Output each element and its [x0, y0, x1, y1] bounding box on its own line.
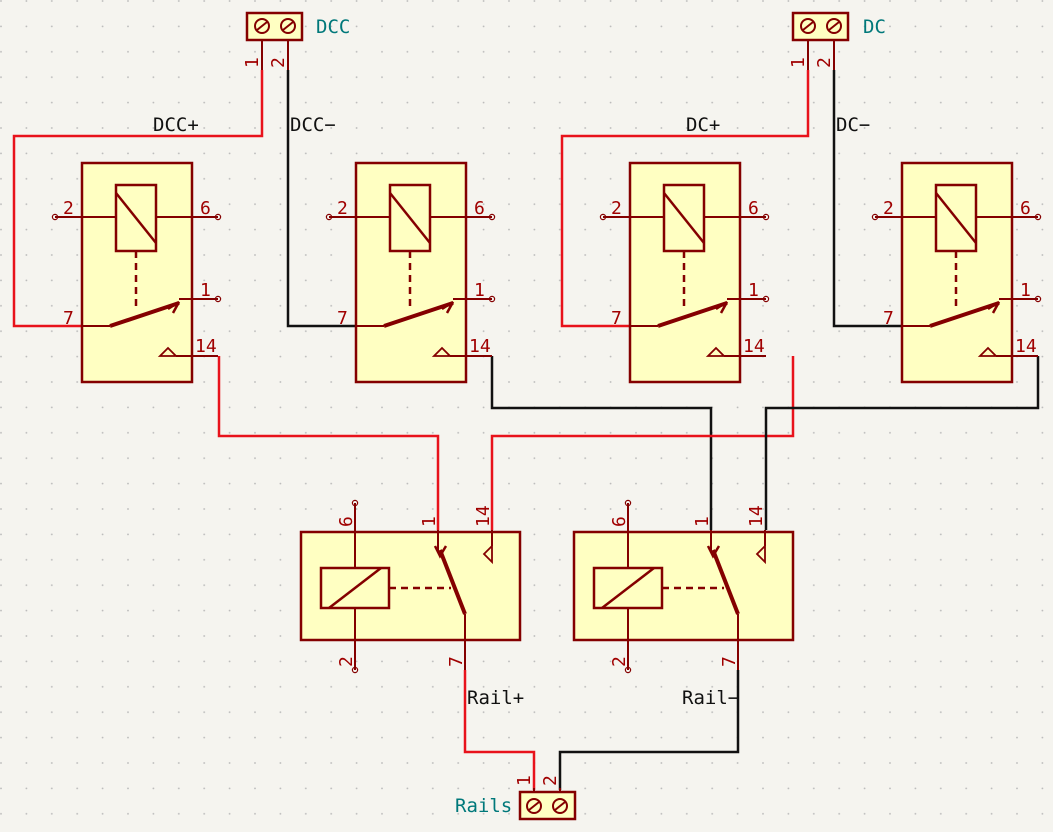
pin-coil-b: 6	[474, 198, 485, 219]
pin-coil-a: 2	[337, 198, 348, 219]
connector-rails-pin-2: 2	[540, 775, 561, 786]
connector-dc-pin-1: 1	[788, 57, 809, 68]
pin-com: 7	[719, 656, 740, 667]
wires	[12, 70, 1040, 790]
relay-bottom-1: 6 2 1 7 14	[299, 499, 522, 674]
pin-coil-a: 2	[609, 656, 630, 667]
wire-rail-minus	[558, 670, 740, 790]
wire-k1-to-k5	[217, 356, 440, 530]
pin-no: 1	[474, 280, 485, 301]
wire-dc-minus	[832, 70, 902, 328]
net-label-rail-minus: Rail−	[682, 687, 739, 709]
pin-no: 1	[419, 516, 440, 527]
net-label-dcc-minus: DCC−	[290, 114, 336, 136]
pin-no: 1	[1020, 280, 1031, 301]
net-label-dcc-plus: DCC+	[153, 114, 199, 136]
wire-dcc-minus	[286, 70, 356, 328]
relay-top-3: 2 6 7 1 14	[599, 161, 770, 384]
connector-rails-pin-1: 1	[514, 775, 535, 786]
pin-nc: 14	[473, 505, 494, 527]
pin-nc: 14	[469, 336, 491, 357]
pin-com: 7	[337, 308, 348, 329]
pin-no: 1	[200, 280, 211, 301]
wire-dcc-plus	[12, 70, 264, 328]
pin-coil-b: 6	[200, 198, 211, 219]
wire-rail-plus	[463, 670, 536, 790]
pin-no: 1	[748, 280, 759, 301]
pin-com: 7	[611, 308, 622, 329]
pin-nc: 14	[746, 505, 767, 527]
net-labels: DCC+ DCC− DC+ DC− Rail+ Rail−	[153, 114, 870, 709]
top-relays: 2 6 7 1 14 2 6 7 1 14 2 6 7 1 14 2 6 7 1 14	[51, 161, 1042, 384]
connector-dcc-pin-2: 2	[268, 57, 289, 68]
wire-k3-to-k5	[490, 356, 795, 530]
pin-no: 1	[692, 516, 713, 527]
connector-dc-pin-2: 2	[814, 57, 835, 68]
pin-coil-b: 6	[1020, 198, 1031, 219]
wire-k4-to-k6	[764, 356, 1040, 530]
relay-top-4: 2 6 7 1 14	[871, 161, 1042, 384]
relay-top-2: 2 6 7 1 14	[325, 161, 496, 384]
pin-coil-b: 6	[609, 516, 630, 527]
bottom-relays: 6 2 1 7 14 6 2 1 7 14	[299, 499, 795, 674]
relay-bottom-2: 6 2 1 7 14	[572, 499, 795, 674]
pin-coil-a: 2	[63, 198, 74, 219]
pin-nc: 14	[195, 336, 217, 357]
pin-coil-a: 2	[336, 656, 357, 667]
pin-com: 7	[63, 308, 74, 329]
connector-dcc-label: DCC	[316, 16, 350, 38]
pin-coil-a: 2	[883, 198, 894, 219]
connector-rails-label: Rails	[455, 795, 512, 817]
relay-top-1: 2 6 7 1 14	[51, 161, 222, 384]
connector-dc-label: DC	[863, 16, 886, 38]
wire-dc-plus	[560, 70, 810, 328]
pin-com: 7	[446, 656, 467, 667]
wire-k2-to-k6	[490, 356, 713, 530]
pin-nc: 14	[743, 336, 765, 357]
pin-coil-a: 2	[611, 198, 622, 219]
net-label-dc-minus: DC−	[836, 114, 870, 136]
pin-coil-b: 6	[748, 198, 759, 219]
net-label-rail-plus: Rail+	[467, 687, 524, 709]
pin-nc: 14	[1015, 336, 1037, 357]
pin-com: 7	[883, 308, 894, 329]
pin-coil-b: 6	[336, 516, 357, 527]
net-label-dc-plus: DC+	[686, 114, 720, 136]
connector-dcc-pin-1: 1	[242, 57, 263, 68]
